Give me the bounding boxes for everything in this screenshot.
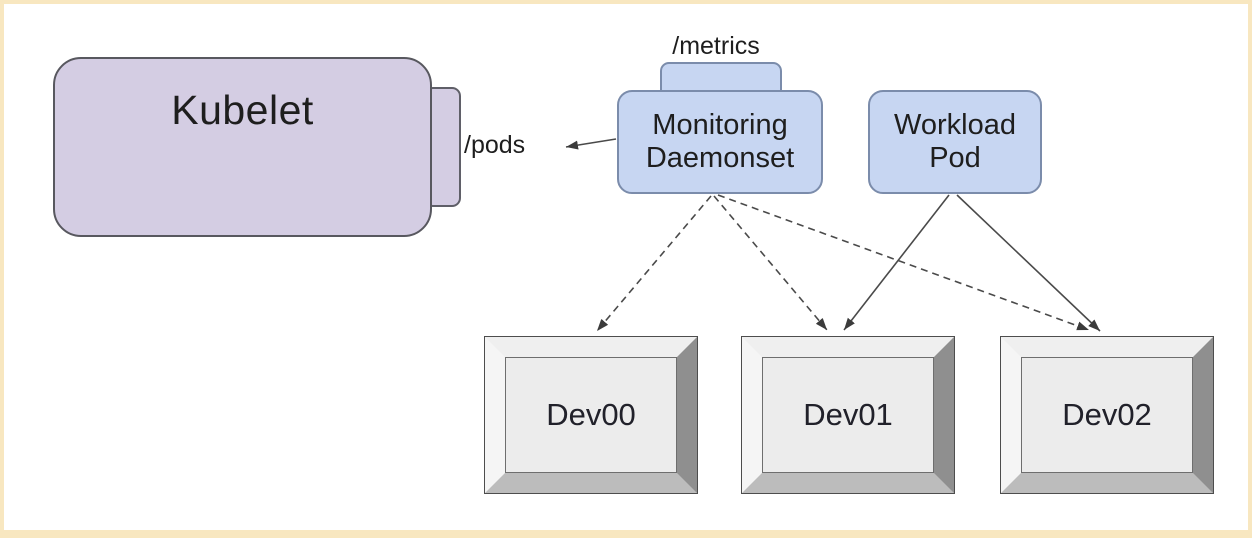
device-label: Dev01 (762, 357, 934, 473)
edge-monitoring-daemonset-to-dev01 (713, 195, 828, 331)
monitoring-daemonset-label-line1: Monitoring (652, 109, 788, 141)
workload-pod-node: Workload Pod (868, 90, 1042, 194)
device-node-dev02: Dev02 (1001, 337, 1213, 493)
metrics-endpoint-label: /metrics (672, 32, 760, 60)
device-node-dev00: Dev00 (485, 337, 697, 493)
monitoring-daemonset-label-line2: Daemonset (645, 142, 795, 174)
device-node-dev01: Dev01 (742, 337, 954, 493)
edge-workload-pod-to-dev02 (956, 194, 1101, 332)
device-label: Dev00 (505, 357, 677, 473)
edge-monitoring-daemonset-to-dev02 (717, 194, 1090, 331)
device-label: Dev02 (1021, 357, 1193, 473)
workload-pod-label-line2: Pod (929, 142, 981, 174)
edge-monitoring-daemonset-to-kubelet-pods (565, 138, 617, 150)
workload-pod-label-line1: Workload (894, 109, 1016, 141)
edge-monitoring-daemonset-to-dev00 (596, 195, 712, 332)
edge-workload-pod-to-dev01 (843, 194, 950, 331)
kubelet-node: Kubelet (53, 57, 432, 237)
kubelet-label: Kubelet (171, 87, 314, 133)
monitoring-daemonset-node: Monitoring Daemonset (617, 90, 823, 194)
pods-endpoint-label: /pods (464, 131, 526, 159)
